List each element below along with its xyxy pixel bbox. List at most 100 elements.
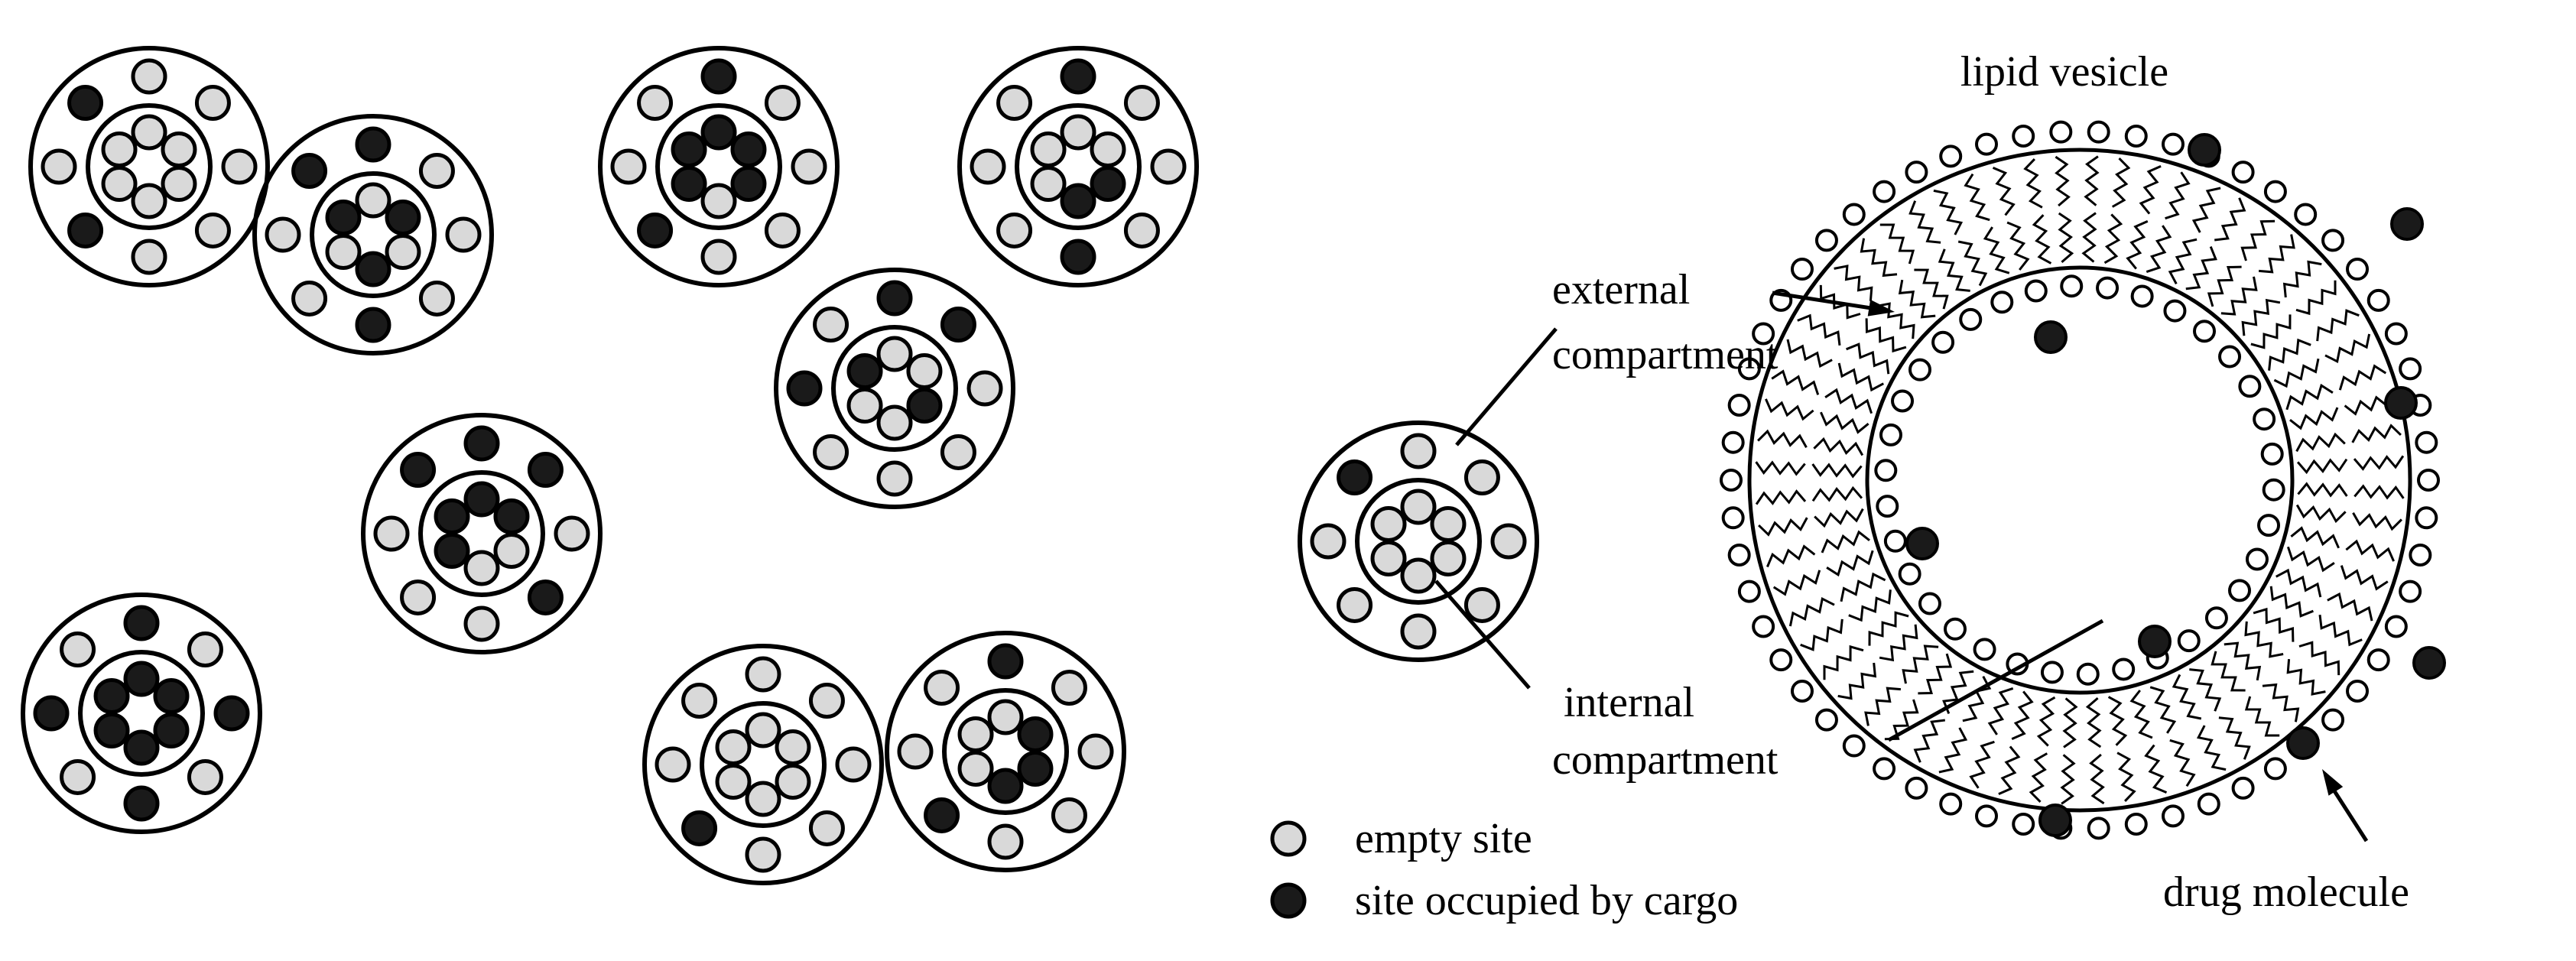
lipid-tail bbox=[1797, 313, 1841, 346]
lipid-tail bbox=[1771, 369, 1820, 395]
empty-site bbox=[131, 183, 167, 219]
carrier-inner-shell bbox=[86, 103, 213, 230]
occupied-site bbox=[123, 785, 160, 822]
lipid-tail bbox=[1938, 248, 1970, 292]
lipid-tail bbox=[2185, 246, 2217, 291]
lipid-tail bbox=[2081, 212, 2097, 263]
empty-site bbox=[987, 823, 1024, 860]
lipid-head bbox=[2245, 547, 2269, 571]
carrier-particle bbox=[1298, 420, 1539, 662]
empty-site bbox=[1060, 114, 1096, 151]
lipid-head bbox=[1814, 708, 1838, 732]
lipid-head bbox=[2177, 629, 2201, 653]
occupied-site bbox=[924, 797, 960, 833]
lipid-head bbox=[1879, 423, 1902, 446]
lipid-head bbox=[2024, 279, 2048, 303]
occupied-site bbox=[1060, 58, 1096, 95]
lipid-tail bbox=[2297, 482, 2348, 498]
carrier-inner-shell bbox=[831, 325, 958, 452]
carrier-particle bbox=[598, 46, 840, 287]
occupied-site bbox=[93, 678, 130, 714]
empty-site bbox=[1400, 433, 1437, 469]
empty-site bbox=[655, 746, 691, 783]
lipid-tail bbox=[2196, 725, 2227, 771]
empty-site bbox=[970, 148, 1006, 185]
carrier-outer-shell bbox=[252, 114, 494, 356]
lipid-head bbox=[2253, 407, 2276, 431]
lipid-tail bbox=[2139, 165, 2162, 215]
empty-site bbox=[745, 712, 781, 748]
empty-site bbox=[1463, 459, 1500, 496]
empty-site bbox=[418, 280, 455, 317]
lipid-tail bbox=[2324, 333, 2371, 364]
carrier-particle bbox=[28, 46, 270, 287]
lipid-head bbox=[2124, 125, 2148, 148]
lipid-tail bbox=[1800, 618, 1843, 651]
occupied-site bbox=[730, 131, 767, 167]
empty-site bbox=[813, 307, 849, 343]
empty-site bbox=[291, 280, 328, 317]
empty-site bbox=[1490, 523, 1527, 560]
occupied-site bbox=[671, 131, 707, 167]
drug-molecule bbox=[2390, 207, 2424, 241]
lipid-tail bbox=[2327, 592, 2373, 622]
vesicle-outer-membrane bbox=[1747, 148, 2412, 813]
lipid-tail bbox=[2211, 651, 2246, 692]
arrowhead-icon bbox=[1867, 299, 1895, 317]
empty-site bbox=[187, 631, 223, 668]
lipid-head bbox=[1883, 529, 1907, 553]
lipid-head bbox=[1918, 592, 1941, 615]
lipid-tail bbox=[2084, 155, 2100, 206]
external-compartment-leader bbox=[1455, 327, 1558, 446]
lipid-tail bbox=[2111, 157, 2131, 208]
lipid-tail bbox=[2286, 658, 2326, 696]
empty-site bbox=[775, 764, 811, 800]
occupied-site bbox=[67, 85, 104, 122]
lipid-tail bbox=[2316, 309, 2360, 342]
empty-site bbox=[846, 388, 883, 424]
empty-site bbox=[1430, 506, 1467, 542]
lipid-tail bbox=[2011, 690, 2034, 740]
lipid-head bbox=[2415, 506, 2438, 530]
lipid-vesicle bbox=[1720, 120, 2446, 840]
lipid-head bbox=[1737, 357, 1761, 381]
carrier-particle bbox=[21, 593, 262, 834]
drug-molecule bbox=[2286, 726, 2320, 760]
lipid-tail bbox=[2169, 739, 2196, 787]
carrier-outer-shell bbox=[598, 46, 840, 287]
lipid-head bbox=[1959, 307, 1983, 331]
occupied-site bbox=[637, 212, 674, 248]
lipid-head bbox=[2260, 442, 2284, 466]
lipid-vesicle-label: lipid vesicle bbox=[1960, 48, 2168, 96]
lipid-tail bbox=[1814, 508, 1864, 528]
empty-site bbox=[554, 515, 590, 552]
lipid-tail bbox=[1998, 745, 2021, 795]
lipid-tail bbox=[2032, 214, 2052, 265]
lipid-tail bbox=[2352, 511, 2402, 531]
drug-molecule bbox=[2188, 133, 2221, 167]
empty-site bbox=[1370, 506, 1407, 542]
lipid-head bbox=[1727, 393, 1751, 417]
empty-site bbox=[373, 515, 410, 552]
lipid-tail bbox=[1938, 727, 1968, 774]
lipid-tail bbox=[2006, 221, 2030, 271]
empty-site bbox=[1051, 670, 1087, 706]
empty-site bbox=[610, 148, 647, 185]
empty-site bbox=[1030, 166, 1067, 202]
internal-compartment-leader bbox=[1434, 580, 1531, 690]
empty-site bbox=[131, 114, 167, 151]
lipid-tail bbox=[2253, 607, 2295, 642]
occupied-site bbox=[527, 579, 564, 615]
lipid-head bbox=[2384, 615, 2408, 638]
carrier-particle bbox=[774, 268, 1015, 509]
lipid-tail bbox=[2149, 686, 2177, 734]
occupied-site bbox=[671, 166, 707, 202]
lipid-head bbox=[2197, 792, 2220, 816]
lipid-tail bbox=[1908, 200, 1941, 244]
empty-site bbox=[265, 216, 301, 253]
empty-site bbox=[60, 631, 96, 668]
vesicle-inner-membrane bbox=[1865, 265, 2295, 695]
lipid-tail bbox=[2036, 696, 2056, 747]
carrier-particle bbox=[885, 631, 1126, 872]
empty-site bbox=[1400, 489, 1437, 525]
